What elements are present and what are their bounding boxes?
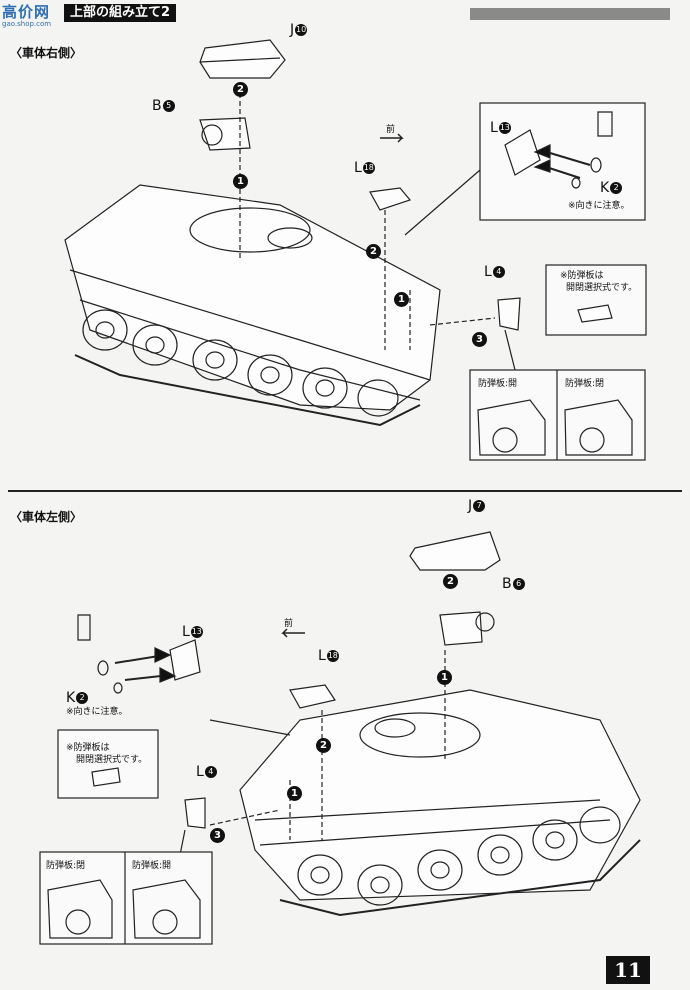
section-divider (8, 490, 682, 492)
shield-note-line2: 開閉選択式です。 (76, 755, 148, 765)
step-marker: 2 (233, 82, 248, 97)
page-number: 11 (606, 956, 650, 984)
step-marker: 3 (472, 332, 487, 347)
shield-note-line1: ※防弾板は (66, 743, 110, 753)
step-marker: 2 (316, 738, 331, 753)
page-header: 高价网 gao.shop.com 上部の組み立て2 (0, 0, 690, 28)
section-label-left: 〈車体左側〉 (10, 510, 83, 524)
step-marker: 2 (366, 244, 381, 259)
site-logo: 高价网 (2, 3, 51, 21)
inset-title-open: 防弾板:開 (478, 379, 518, 389)
step-marker: 3 (210, 828, 225, 843)
step-marker: 2 (443, 574, 458, 589)
direction-note: ※向きに注意。 (66, 707, 128, 717)
step-marker: 1 (437, 670, 452, 685)
step-marker: 1 (394, 292, 409, 307)
inset-title-open: 防弾板:開 (132, 861, 172, 871)
inset-title-closed: 防弾板:閉 (46, 861, 86, 871)
step-marker: 1 (233, 174, 248, 189)
page-title: 上部の組み立て2 (64, 4, 177, 22)
direction-note: ※向きに注意。 (568, 201, 630, 211)
section-label-right: 〈車体右側〉 (10, 46, 83, 60)
front-direction-label: 前 (386, 125, 396, 135)
step-marker: 1 (287, 786, 302, 801)
front-direction-label: 前 (284, 619, 294, 629)
site-logo-url: gao.shop.com (2, 20, 52, 28)
shield-note-line2: 開閉選択式です。 (566, 283, 638, 293)
header-strip (470, 8, 670, 20)
inset-title-closed: 防弾板:閉 (565, 379, 605, 389)
shield-note-line1: ※防弾板は (560, 271, 604, 281)
